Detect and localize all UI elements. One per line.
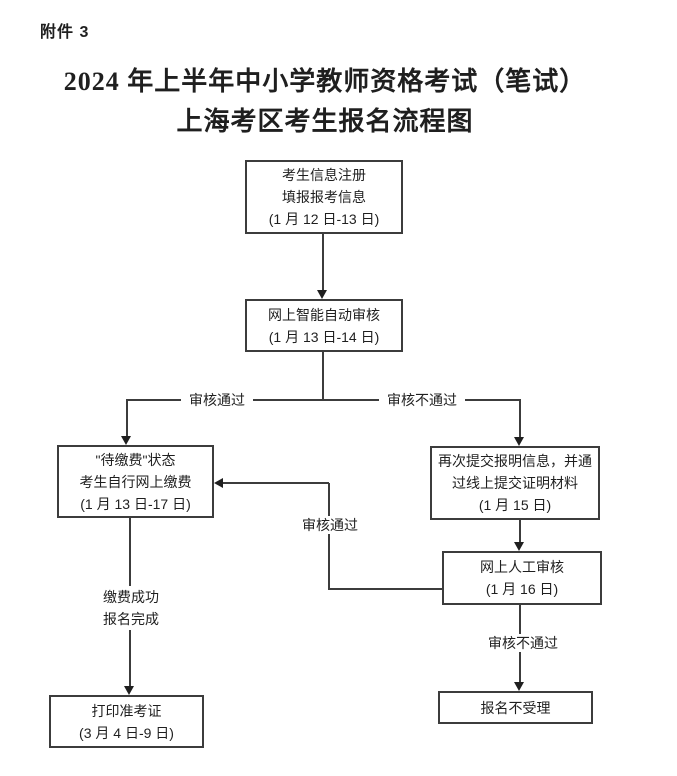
- arrow-down-icon: [514, 437, 524, 446]
- edge-label-payment-success-line1: 缴费成功: [103, 589, 159, 605]
- edge-auto-to-branch: [322, 352, 324, 400]
- node-auto-review-line2: (1 月 13 日-14 日): [268, 328, 380, 345]
- node-payment-line1: "待缴费"状态: [95, 451, 176, 468]
- node-print-ticket-line2: (3 月 4 日-9 日): [79, 724, 174, 741]
- node-payment-line2: 考生自行网上缴费: [79, 473, 192, 490]
- node-manual-review-line2: (1 月 16 日): [485, 581, 559, 597]
- edge-branch-horizontal: [126, 399, 521, 401]
- arrow-down-icon: [124, 686, 134, 695]
- node-print-ticket: 打印准考证 (3 月 4 日-9 日): [49, 695, 204, 748]
- node-payment: "待缴费"状态 考生自行网上缴费 (1 月 13 日-17 日): [57, 445, 214, 518]
- node-resubmit-line3: (1 月 15 日): [478, 497, 552, 513]
- node-register-line2: 填报报考信息: [282, 189, 366, 205]
- edge-label-payment-success-line2: 报名完成: [103, 611, 159, 627]
- arrow-down-icon: [121, 436, 131, 445]
- arrow-down-icon: [514, 542, 524, 551]
- edge-register-to-auto: [322, 234, 324, 291]
- node-resubmit-line1: 再次提交报明信息，并通: [438, 453, 592, 469]
- edge-manual-to-payment-top: [219, 482, 329, 484]
- node-register: 考生信息注册 填报报考信息 (1 月 12 日-13 日): [245, 160, 403, 234]
- edge-label-payment-success: 缴费成功 报名完成: [95, 586, 167, 630]
- page-title-line1: 2024 年上半年中小学教师资格考试（笔试）: [63, 67, 587, 96]
- node-register-line1: 考生信息注册: [282, 167, 366, 183]
- edge-branch-to-payment: [126, 399, 128, 437]
- page-title-line2: 上海考区考生报名流程图: [176, 107, 474, 136]
- node-register-line3: (1 月 12 日-13 日): [268, 211, 380, 227]
- node-manual-review-line1: 网上人工审核: [480, 559, 564, 575]
- edge-branch-to-resubmit: [519, 399, 521, 438]
- node-resubmit-line2: 过线上提交证明材料: [452, 475, 578, 491]
- edge-label-auto-fail: 审核不通过: [379, 391, 465, 409]
- edge-manual-to-payment-bottom: [329, 588, 442, 590]
- node-print-ticket-line1: 打印准考证: [91, 702, 162, 719]
- edge-manual-to-payment-vertical: [328, 483, 330, 590]
- node-auto-review-line1: 网上智能自动审核: [268, 306, 380, 323]
- node-payment-line3: (1 月 13 日-17 日): [80, 495, 191, 512]
- attachment-label: 附件 3: [40, 24, 90, 41]
- arrow-down-icon: [514, 682, 524, 691]
- page-title: 2024 年上半年中小学教师资格考试（笔试） 上海考区考生报名流程图: [0, 62, 650, 142]
- arrow-down-icon: [317, 290, 327, 299]
- node-resubmit: 再次提交报明信息，并通 过线上提交证明材料 (1 月 15 日): [430, 446, 600, 520]
- edge-label-auto-pass: 审核通过: [181, 391, 253, 409]
- edge-label-manual-fail: 审核不通过: [480, 634, 566, 652]
- edge-label-manual-pass: 审核通过: [294, 516, 366, 534]
- node-auto-review: 网上智能自动审核 (1 月 13 日-14 日): [245, 299, 403, 352]
- node-reject: 报名不受理: [438, 691, 593, 724]
- node-reject-line1: 报名不受理: [480, 699, 551, 716]
- node-manual-review: 网上人工审核 (1 月 16 日): [442, 551, 602, 605]
- arrow-left-icon: [214, 478, 223, 488]
- edge-resubmit-to-manual: [519, 520, 521, 543]
